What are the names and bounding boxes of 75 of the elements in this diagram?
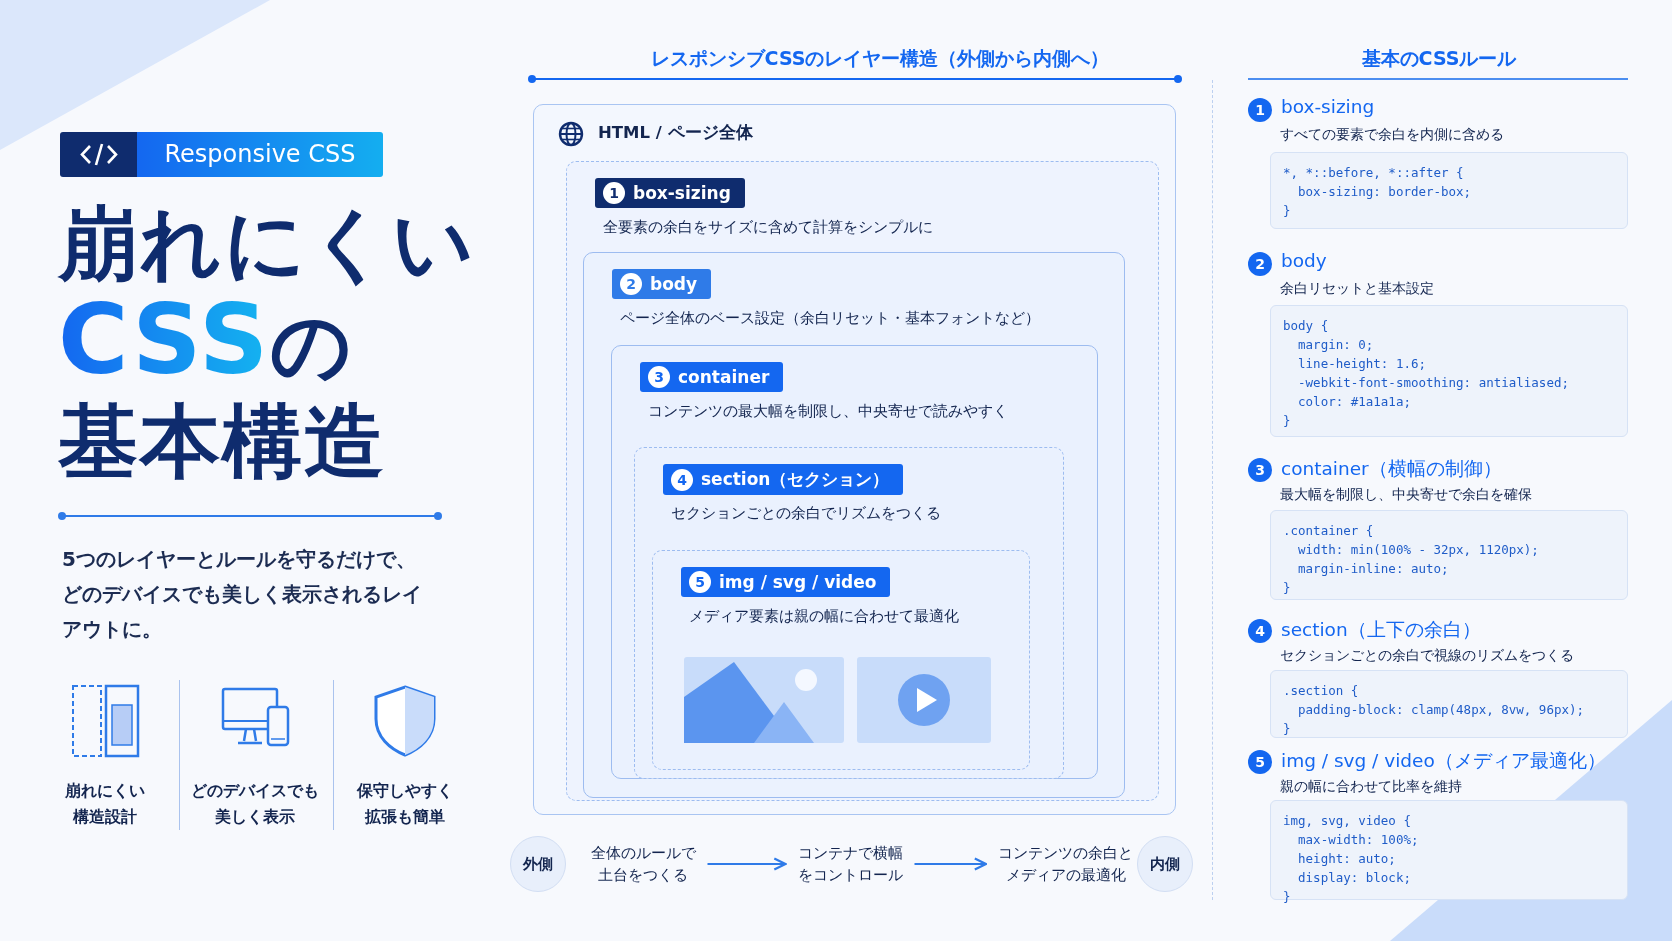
intro-paragraph: 5つのレイヤーとルールを守るだけで、どのデバイスでも美しく表示されるレイアウトに。 bbox=[62, 546, 423, 643]
code-line: -webkit-font-smoothing: antialiased; bbox=[1297, 374, 1569, 392]
code-line: display: block; bbox=[1297, 869, 1411, 887]
step-number: 4 bbox=[671, 468, 693, 491]
layer-name: box-sizing bbox=[633, 183, 731, 203]
code-line: width: min(100% - 32px, 1120px); bbox=[1297, 541, 1539, 559]
step-number: 3 bbox=[648, 366, 670, 388]
layer-name: container bbox=[678, 367, 770, 387]
rule-title: body bbox=[1281, 250, 1327, 271]
layer-name: img / svg / video bbox=[719, 572, 877, 592]
code-line: .container { bbox=[1283, 522, 1374, 540]
code-line: margin: 0; bbox=[1297, 336, 1374, 354]
feature-label: どのデバイスでも美しく表示 bbox=[190, 780, 320, 828]
code-line: } bbox=[1283, 579, 1291, 597]
section-heading: レスポンシブCSSのレイヤー構造（外側から内側へ） bbox=[649, 46, 1111, 71]
step-text: 全体のルールで土台をつくる bbox=[568, 836, 718, 892]
code-line: max-width: 100%; bbox=[1297, 831, 1419, 849]
layer-box bbox=[566, 161, 1159, 801]
code-line: } bbox=[1283, 202, 1291, 220]
end-label: 内側 bbox=[1150, 854, 1180, 874]
rule-number: 4 bbox=[1248, 619, 1272, 643]
layer-box bbox=[652, 550, 1030, 770]
layer-description: ページ全体のベース設定（余白リセット・基本フォントなど） bbox=[620, 309, 1040, 328]
rule-number: 1 bbox=[1248, 98, 1272, 122]
layer-description: コンテンツの最大幅を制限し、中央寄せで読みやすく bbox=[648, 402, 1008, 421]
step-number: 1 bbox=[603, 182, 625, 204]
rule-description: 余白リセットと基本設定 bbox=[1280, 280, 1434, 298]
code-block bbox=[1270, 510, 1628, 600]
layer-title: HTML / ページ全体 bbox=[598, 122, 753, 144]
code-block bbox=[1270, 670, 1628, 738]
code-line: img, svg, video { bbox=[1283, 812, 1411, 830]
rule-title: container（横幅の制御） bbox=[1281, 457, 1502, 481]
arrow bbox=[913, 857, 988, 871]
code-line: padding-block: clamp(48px, 8vw, 96px); bbox=[1297, 701, 1585, 719]
main-title: 崩れにくいCSSの基本構造 bbox=[58, 196, 476, 490]
end-circle bbox=[510, 836, 566, 892]
step-text: コンテナで横幅をコントロール bbox=[765, 836, 935, 892]
code-line: margin-inline: auto; bbox=[1297, 560, 1449, 578]
rule-number: 5 bbox=[1248, 750, 1272, 774]
rule-description: 親の幅に合わせて比率を維持 bbox=[1280, 778, 1462, 796]
rule-number: 2 bbox=[1248, 252, 1272, 276]
code-line: .section { bbox=[1283, 682, 1359, 700]
layer-description: 全要素の余白をサイズに含めて計算をシンプルに bbox=[603, 218, 933, 237]
feature-label: 保守しやすく拡張も簡単 bbox=[356, 780, 454, 828]
page-frame bbox=[533, 104, 1176, 815]
code-line: } bbox=[1283, 888, 1291, 906]
code-line: *, *::before, *::after { bbox=[1283, 164, 1464, 182]
end-label: 外側 bbox=[523, 854, 553, 874]
code-line: } bbox=[1283, 412, 1291, 430]
code-block bbox=[1270, 152, 1628, 229]
arrow bbox=[706, 857, 787, 871]
rule-title: section（上下の余白） bbox=[1281, 618, 1481, 642]
rule-number: 3 bbox=[1248, 458, 1272, 482]
rule-title: box-sizing bbox=[1281, 96, 1375, 117]
layer-description: メディア要素は親の幅に合わせて最適化 bbox=[689, 607, 959, 626]
step-number: 5 bbox=[689, 571, 711, 593]
code-line: height: auto; bbox=[1297, 850, 1396, 868]
code-line: } bbox=[1283, 720, 1291, 738]
code-line: box-sizing: border-box; bbox=[1297, 183, 1472, 201]
layer-box bbox=[634, 447, 1064, 779]
section-heading: 基本のCSSルール bbox=[1360, 46, 1518, 71]
code-line: color: #1a1a1a; bbox=[1297, 393, 1411, 411]
layer-name: body bbox=[650, 274, 698, 294]
layer-box bbox=[611, 345, 1098, 779]
layer-name: section（セクション） bbox=[701, 468, 890, 491]
feature-label: 崩れにくい構造設計 bbox=[64, 780, 146, 828]
rule-title: img / svg / video（メディア最適化） bbox=[1281, 749, 1606, 773]
layer-box bbox=[583, 252, 1125, 798]
code-block bbox=[1270, 305, 1628, 437]
end-circle bbox=[1137, 836, 1193, 892]
layer-description: セクションごとの余白でリズムをつくる bbox=[671, 504, 941, 523]
step-number: 2 bbox=[620, 273, 642, 295]
code-line: body { bbox=[1283, 317, 1329, 335]
code-line: line-height: 1.6; bbox=[1297, 355, 1426, 373]
tag-label: Responsive CSS bbox=[137, 132, 383, 177]
